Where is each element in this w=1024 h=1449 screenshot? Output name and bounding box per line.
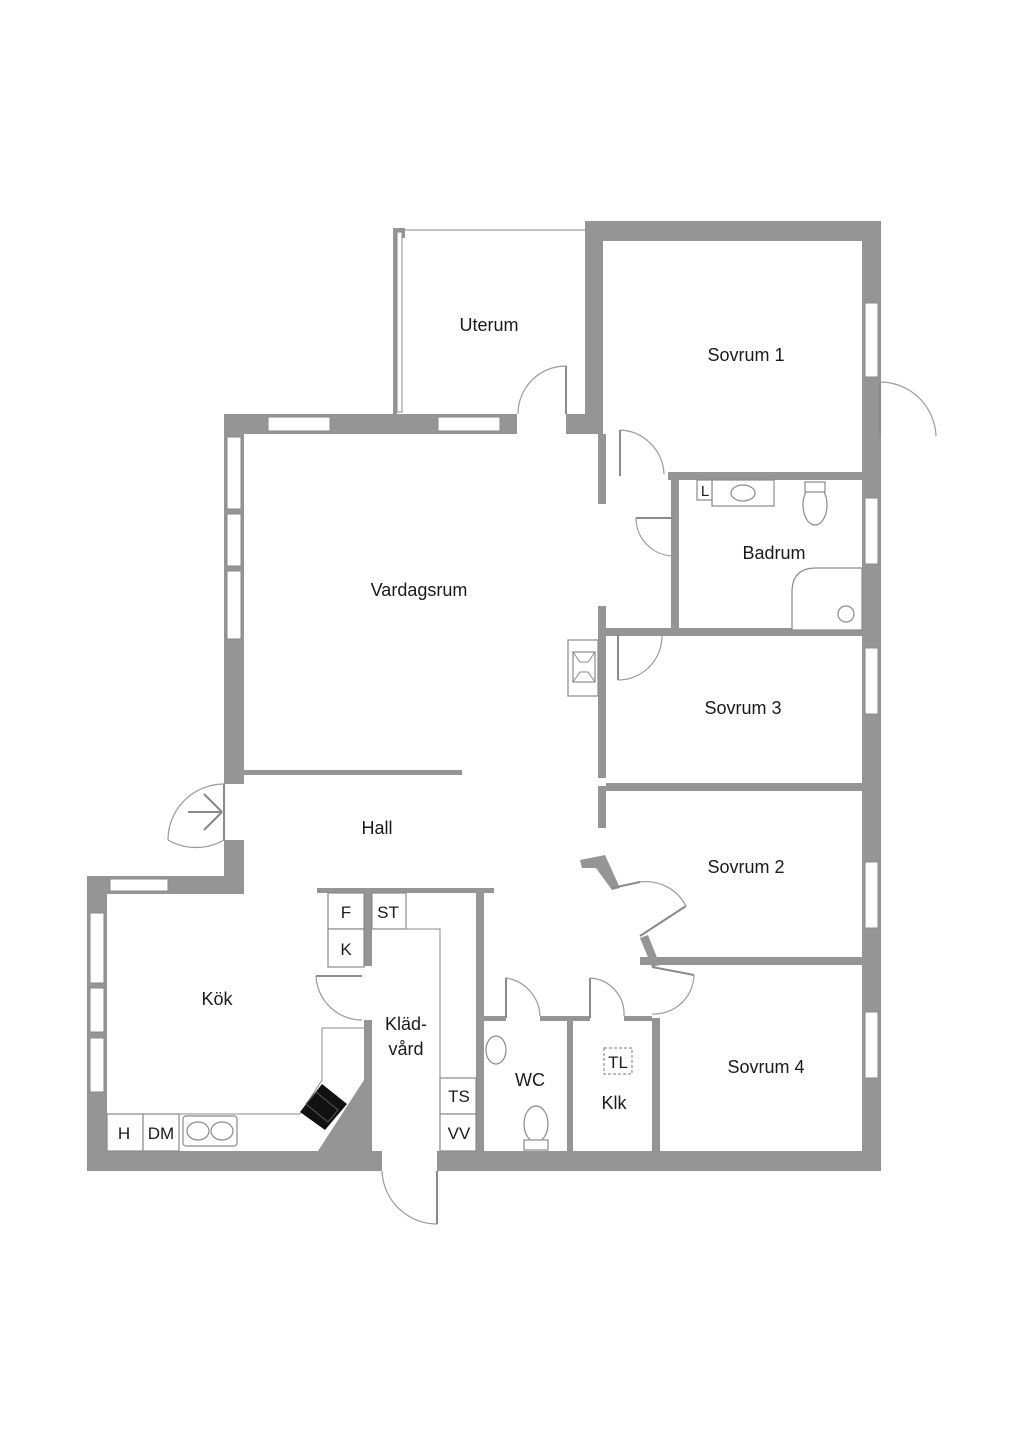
room-label-badrum: Badrum (742, 543, 805, 563)
fixture-label-l: L (701, 483, 709, 500)
fixture-label-st: ST (377, 903, 399, 922)
fixture-label-k: K (340, 940, 352, 959)
windows (89, 229, 879, 1093)
room-label-sovrum-2: Sovrum 2 (707, 857, 784, 877)
fixture-label-f: F (341, 903, 351, 922)
fixture-labels: F K ST TS VV H DM TL L (118, 483, 709, 1143)
room-label-klk: Klk (601, 1093, 627, 1113)
room-label-sovrum-4: Sovrum 4 (727, 1057, 804, 1077)
fixture-label-tl: TL (608, 1053, 628, 1072)
room-label-wc: WC (515, 1070, 545, 1090)
room-label-vardagsrum: Vardagsrum (371, 580, 468, 600)
fixture-label-h: H (118, 1124, 130, 1143)
fixture-label-dm: DM (148, 1124, 174, 1143)
room-label-kok: Kök (201, 989, 233, 1009)
fixtures (106, 479, 863, 1152)
room-label-uterum: Uterum (459, 315, 518, 335)
fixture-label-vv: VV (448, 1124, 471, 1143)
doors (167, 365, 937, 1225)
room-label-sovrum-3: Sovrum 3 (704, 698, 781, 718)
room-label-kladvard-line2: vård (388, 1039, 423, 1059)
room-label-sovrum-1: Sovrum 1 (707, 345, 784, 365)
fixture-label-ts: TS (448, 1087, 470, 1106)
room-label-kladvard-line1: Kläd- (385, 1014, 427, 1034)
room-label-hall: Hall (361, 818, 392, 838)
room-labels: Uterum Sovrum 1 Badrum Vardagsrum Sovrum… (201, 315, 805, 1113)
